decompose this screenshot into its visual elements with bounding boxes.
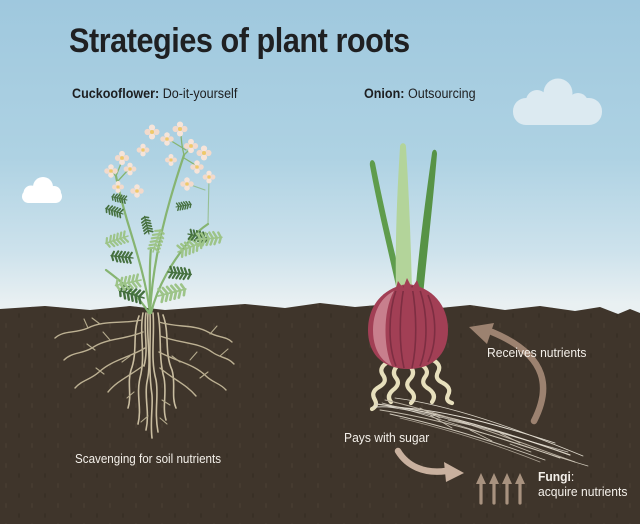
onion-shoots <box>369 143 437 296</box>
cuckooflower-strategy: Do-it-yourself <box>159 86 238 101</box>
cycle-arrow-receives <box>469 323 547 425</box>
onion-illustration <box>368 143 455 412</box>
cloud-left-icon <box>22 177 62 203</box>
cuckooflower-name: Cuckooflower: <box>72 86 160 101</box>
caption-fungi: Fungi: acquire nutrients <box>538 469 627 499</box>
cuckooflower-root-system <box>54 312 235 439</box>
fungi-word: Fungi <box>538 469 571 484</box>
caption-pays-with-sugar: Pays with sugar <box>344 430 430 445</box>
onion-label: Onion: Outsourcing <box>364 86 476 101</box>
cloud-right-icon <box>513 78 602 125</box>
caption-receives-nutrients: Receives nutrients <box>487 345 587 360</box>
onion-name: Onion: <box>364 86 405 101</box>
fungal-hyphae <box>373 397 589 467</box>
cuckooflower-illustration <box>102 121 224 315</box>
cuckooflower-blossoms <box>104 121 216 198</box>
onion-squiggle-roots <box>369 357 455 412</box>
fungi-description: acquire nutrients <box>538 484 628 499</box>
cuckooflower-label: Cuckooflower: Do-it-yourself <box>72 86 237 101</box>
cycle-arrow-pays <box>394 447 464 482</box>
soil <box>0 303 640 524</box>
page-title: Strategies of plant roots <box>69 22 410 60</box>
onion-strategy: Outsourcing <box>404 86 476 101</box>
pinnate-leaves <box>102 192 224 305</box>
fungi-colon: : <box>570 469 575 484</box>
onion-bulb <box>368 278 448 369</box>
caption-scavenging: Scavenging for soil nutrients <box>75 452 222 466</box>
